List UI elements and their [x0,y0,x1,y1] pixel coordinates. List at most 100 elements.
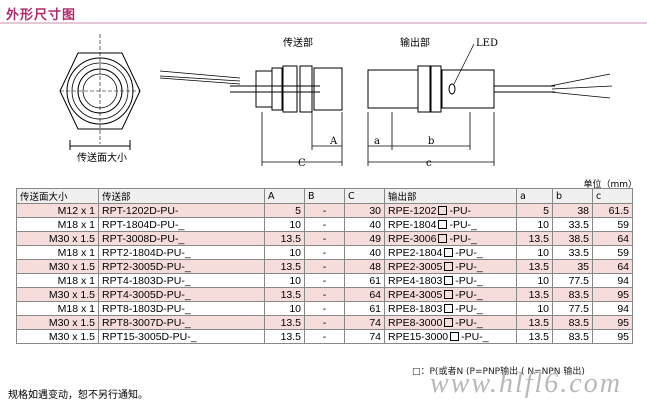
dim-a: a [374,136,380,147]
table-cell: 30 [344,203,385,218]
table-cell: M18 x 1 [16,301,99,316]
table-cell: 5 [516,203,553,218]
table-cell: RPT4-1803D-PU-_ [98,273,265,288]
output-model-cell: RPE-1202-PU- [384,203,517,218]
watermark: www.hlfl6.com [430,368,622,399]
table-cell: 10 [264,301,305,316]
table-cell: M12 x 1 [16,203,99,218]
table-cell: 10 [516,217,553,232]
table-cell: 48 [344,259,385,274]
column-header: c [592,188,633,204]
dim-b: b [428,136,434,147]
table-cell: M18 x 1 [16,273,99,288]
column-header: A [264,188,305,204]
table-cell: 33.5 [552,217,593,232]
dim-c: c [426,158,432,169]
table-cell: RPT2-3005D-PU-_ [98,259,265,274]
checkbox-placeholder-icon [438,220,448,230]
checkbox-placeholder-icon [444,304,454,314]
table-cell: 10 [516,245,553,260]
table-cell: RPT15-3005D-PU-_ [98,329,265,344]
table-cell: RPT4-3005D-PU-_ [98,287,265,302]
table-cell: 95 [592,329,633,344]
table-cell: 33.5 [552,245,593,260]
checkbox-placeholder-icon [444,290,454,300]
table-cell: 59 [592,245,633,260]
table-cell: 74 [344,315,385,330]
table-cell: 10 [264,217,305,232]
table-cell: 64 [344,287,385,302]
table-cell: RPT2-1804D-PU-_ [98,245,265,260]
table-cell: - [304,329,345,344]
table-cell: 13.5 [516,287,553,302]
dimension-drawing: 传送面大小 传送部 A C 输出部 LED [59,34,613,169]
output-model-cell: RPE4-3005-PU-_ [384,287,517,302]
table-cell: RPT-1804D-PU-_ [98,217,265,232]
column-header: a [516,188,553,204]
front-view-label: 传送面大小 [77,151,127,164]
table-cell: 83.5 [552,315,593,330]
table-cell: RPT8-1803D-PU-_ [98,301,265,316]
table-cell: M30 x 1.5 [16,315,99,330]
column-header: b [552,188,593,204]
checkbox-placeholder-icon [444,248,454,258]
table-cell: 13.5 [264,259,305,274]
dim-A: A [329,136,338,147]
table-cell: 13.5 [516,259,553,274]
table-cell: 13.5 [516,329,553,344]
column-header: 传送部 [98,188,265,204]
sender-body [159,65,343,113]
table-cell: M18 x 1 [16,217,99,232]
table-cell: - [304,315,345,330]
table-cell: RPT-3008D-PU-_ [98,231,265,246]
dim-C: C [298,158,306,169]
table-cell: 61.5 [592,203,633,218]
output-model-cell: RPE2-3005-PU-_ [384,259,517,274]
front-view [59,34,141,150]
table-cell: 10 [264,245,305,260]
table-cell: - [304,259,345,274]
output-model-cell: RPE-1804-PU-_ [384,217,517,232]
output-model-cell: RPE-3006-PU-_ [384,231,517,246]
checkbox-placeholder-icon [450,332,460,342]
table-cell: RPT8-3007D-PU-_ [98,315,265,330]
table-cell: 95 [592,287,633,302]
table-cell: - [304,245,345,260]
table-cell: 64 [592,259,633,274]
table-cell: 95 [592,315,633,330]
table-cell: RPT-1202D-PU- [98,203,265,218]
table-cell: M30 x 1.5 [16,287,99,302]
table-cell: 61 [344,301,385,316]
table-cell: 13.5 [264,287,305,302]
led-label: LED [476,38,498,49]
legend-note: □：P(或者N (P=PNP输出 ( N=NPN 输出) [412,367,585,377]
table-cell: 94 [592,273,633,288]
table-cell: 40 [344,245,385,260]
output-model-cell: RPE2-1804-PU-_ [384,245,517,260]
output-model-cell: RPE8-1803-PU-_ [384,301,517,316]
table-cell: 38 [552,203,593,218]
unit-label: 单位（mm） [583,180,637,190]
table-cell: 61 [344,273,385,288]
table-cell: 77.5 [552,301,593,316]
table-cell: M30 x 1.5 [16,259,99,274]
checkbox-placeholder-icon [444,262,454,272]
page-title: 外形尺寸图 [6,8,77,23]
column-header: 传送面大小 [16,188,99,204]
table-cell: 83.5 [552,287,593,302]
table-cell: M18 x 1 [16,245,99,260]
table-cell: 77.5 [552,273,593,288]
column-header: 输出部 [384,188,517,204]
checkbox-placeholder-icon [444,318,454,328]
table-cell: M30 x 1.5 [16,231,99,246]
table-cell: 13.5 [264,315,305,330]
